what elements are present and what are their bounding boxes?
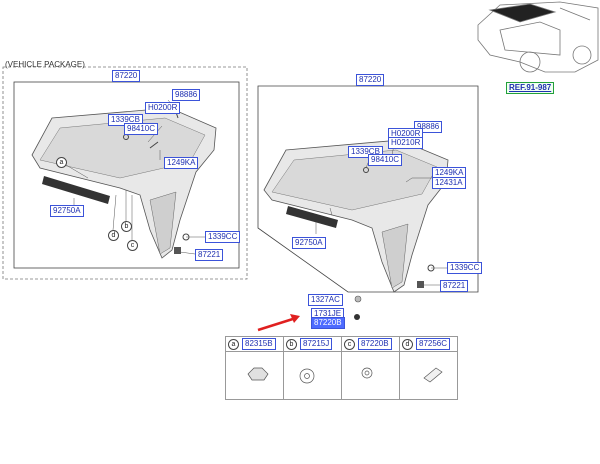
part-label[interactable]: 1339CC: [447, 262, 483, 274]
vehicle-package-box: [2, 66, 248, 280]
vehicle-thumbnail: [477, 1, 599, 73]
part-label[interactable]: 92750A: [292, 237, 326, 249]
part-label[interactable]: H0200R: [145, 102, 181, 114]
legend-key-b: b: [286, 338, 297, 350]
part-label[interactable]: 87221: [195, 249, 224, 261]
part-label[interactable]: 12431A: [432, 177, 466, 189]
right-assembly-label[interactable]: 87220: [356, 74, 385, 86]
part-label[interactable]: 1327AC: [308, 294, 343, 306]
vehicle-package-title: (VEHICLE PACKAGE): [5, 60, 85, 69]
left-assembly-label[interactable]: 87220: [112, 70, 141, 82]
part-label[interactable]: 92750A: [50, 205, 84, 217]
ref-link[interactable]: REF.91-987: [506, 82, 555, 94]
part-label[interactable]: 87221: [440, 280, 469, 292]
right-panel-outline: [257, 85, 479, 293]
part-label[interactable]: 98410C: [124, 123, 159, 135]
part-label[interactable]: 1249KA: [164, 157, 199, 169]
legend-key-a: a: [228, 338, 239, 350]
legend-part-a[interactable]: 82315B: [242, 338, 276, 350]
legend-image-c: [341, 351, 400, 400]
left-spoiler-drawing: [31, 99, 217, 259]
legend-image-a: [225, 351, 284, 400]
callout-c: c: [127, 240, 138, 251]
callout-a: a: [56, 157, 67, 168]
legend-image-d: [399, 351, 458, 400]
red-arrow: [257, 314, 300, 332]
part-label-highlighted[interactable]: 87220B: [311, 317, 345, 329]
legend-image-b: [283, 351, 342, 400]
legend-key-d: d: [402, 338, 413, 350]
part-label[interactable]: 98410C: [368, 154, 403, 166]
part-label[interactable]: H0210R: [388, 137, 424, 149]
callout-b: b: [121, 221, 132, 232]
legend-key-c: c: [344, 338, 355, 350]
part-label[interactable]: 1339CC: [205, 231, 241, 243]
legend-part-b[interactable]: 87215J: [300, 338, 333, 350]
right-spoiler-drawing: [263, 139, 449, 320]
left-inner-box: [13, 81, 240, 269]
part-label[interactable]: 98886: [172, 89, 201, 101]
legend-part-c[interactable]: 87220B: [358, 338, 392, 350]
legend-part-d[interactable]: 87256C: [416, 338, 451, 350]
callout-d: d: [108, 230, 119, 241]
